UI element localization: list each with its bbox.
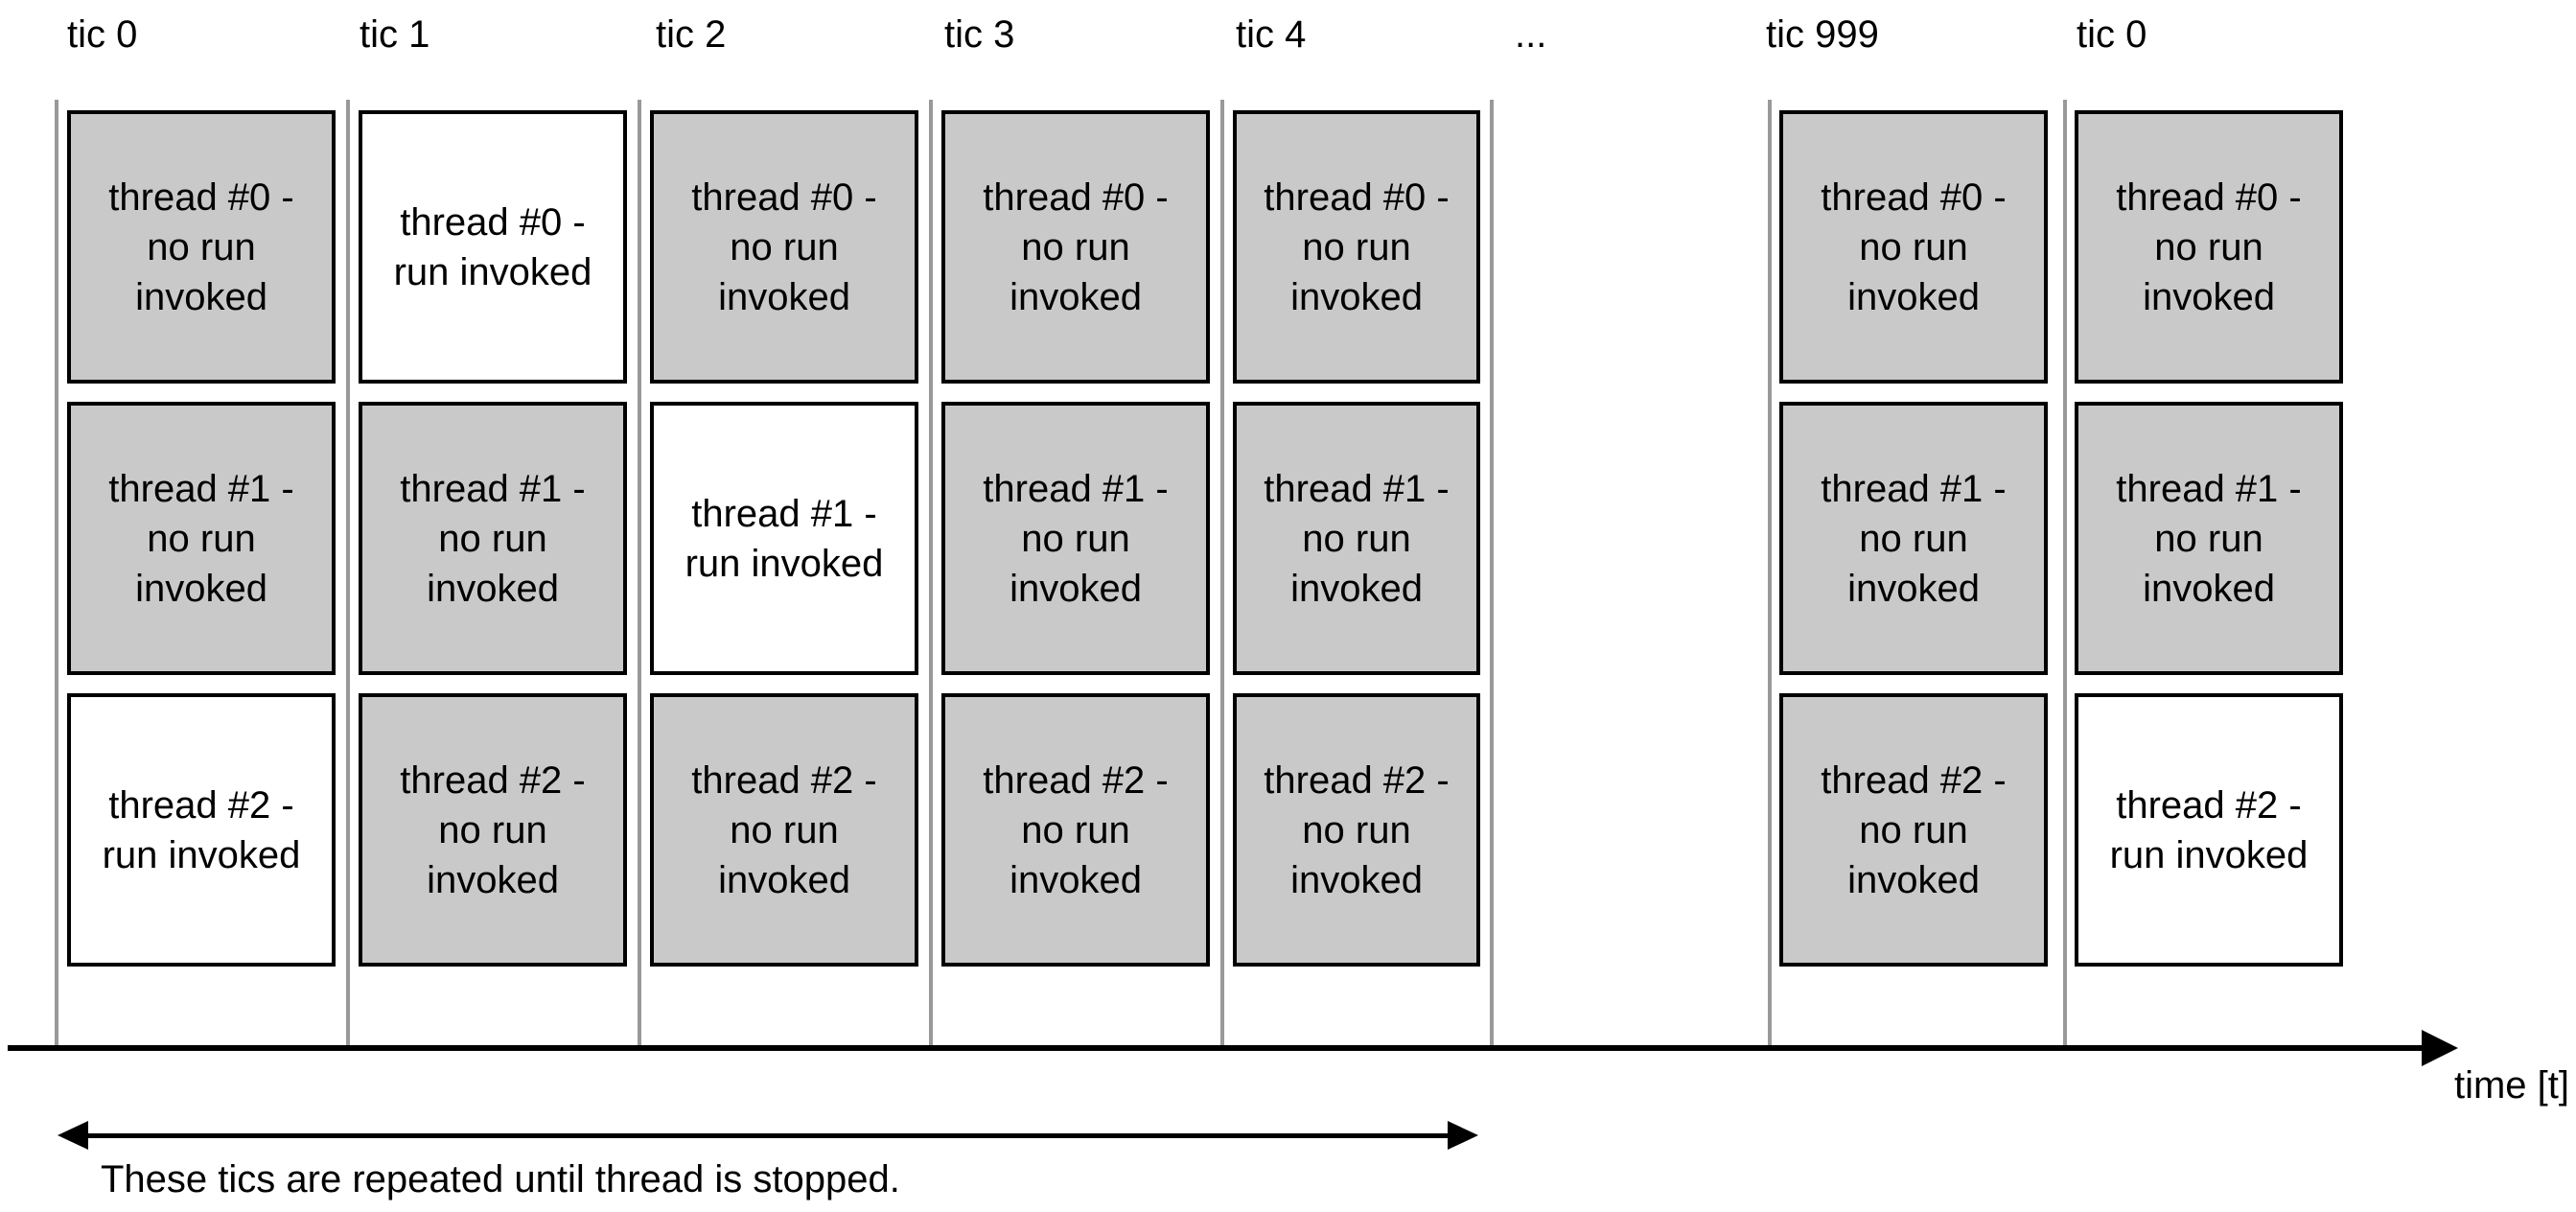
cell-tic999-thread2: thread #2 - no run invoked [1779, 693, 2048, 967]
repeat-span-arrow-line [84, 1133, 1450, 1138]
time-axis-line [8, 1045, 2425, 1051]
cell-tic0b-thread1: thread #1 - no run invoked [2075, 402, 2343, 675]
cell-tic1-thread2: thread #2 - no run invoked [359, 693, 627, 967]
tick-label-tic999: tic 999 [1766, 13, 1879, 56]
tick-label-tic0-repeat: tic 0 [2077, 13, 2147, 56]
cell-tic0b-thread2: thread #2 - run invoked [2075, 693, 2343, 967]
tick-label-tic4: tic 4 [1236, 13, 1307, 56]
ellipsis-label: ... [1515, 13, 1547, 56]
cell-tic999-thread0: thread #0 - no run invoked [1779, 110, 2048, 384]
cell-tic2-thread1: thread #1 - run invoked [650, 402, 918, 675]
tick-label-tic3: tic 3 [944, 13, 1015, 56]
repeat-caption: These tics are repeated until thread is … [101, 1158, 900, 1200]
cell-tic4-thread1: thread #1 - no run invoked [1233, 402, 1480, 675]
column-separator-line [346, 100, 350, 1049]
repeat-arrowhead-left-icon [58, 1121, 88, 1150]
cell-tic3-thread2: thread #2 - no run invoked [941, 693, 1210, 967]
cell-tic3-thread0: thread #0 - no run invoked [941, 110, 1210, 384]
cell-tic2-thread0: thread #0 - no run invoked [650, 110, 918, 384]
column-separator-line [929, 100, 933, 1049]
time-axis-arrowhead-icon [2422, 1030, 2458, 1066]
column-separator-line [1768, 100, 1772, 1049]
tick-label-tic2: tic 2 [656, 13, 727, 56]
cell-tic999-thread1: thread #1 - no run invoked [1779, 402, 2048, 675]
cell-tic0-thread0: thread #0 - no run invoked [67, 110, 336, 384]
cell-tic1-thread0: thread #0 - run invoked [359, 110, 627, 384]
column-separator-line [1490, 100, 1494, 1049]
cell-tic1-thread1: thread #1 - no run invoked [359, 402, 627, 675]
cell-tic3-thread1: thread #1 - no run invoked [941, 402, 1210, 675]
repeat-arrowhead-right-icon [1448, 1121, 1478, 1150]
column-separator-line [1220, 100, 1224, 1049]
cell-tic2-thread2: thread #2 - no run invoked [650, 693, 918, 967]
column-separator-line [2063, 100, 2067, 1049]
tick-label-tic1: tic 1 [360, 13, 430, 56]
cell-tic4-thread2: thread #2 - no run invoked [1233, 693, 1480, 967]
time-axis-label: time [t] [2453, 1064, 2569, 1107]
tick-label-tic0: tic 0 [67, 13, 138, 56]
cell-tic0b-thread0: thread #0 - no run invoked [2075, 110, 2343, 384]
cell-tic4-thread0: thread #0 - no run invoked [1233, 110, 1480, 384]
column-separator-line [55, 100, 58, 1049]
column-separator-line [638, 100, 641, 1049]
cell-tic0-thread1: thread #1 - no run invoked [67, 402, 336, 675]
cell-tic0-thread2: thread #2 - run invoked [67, 693, 336, 967]
